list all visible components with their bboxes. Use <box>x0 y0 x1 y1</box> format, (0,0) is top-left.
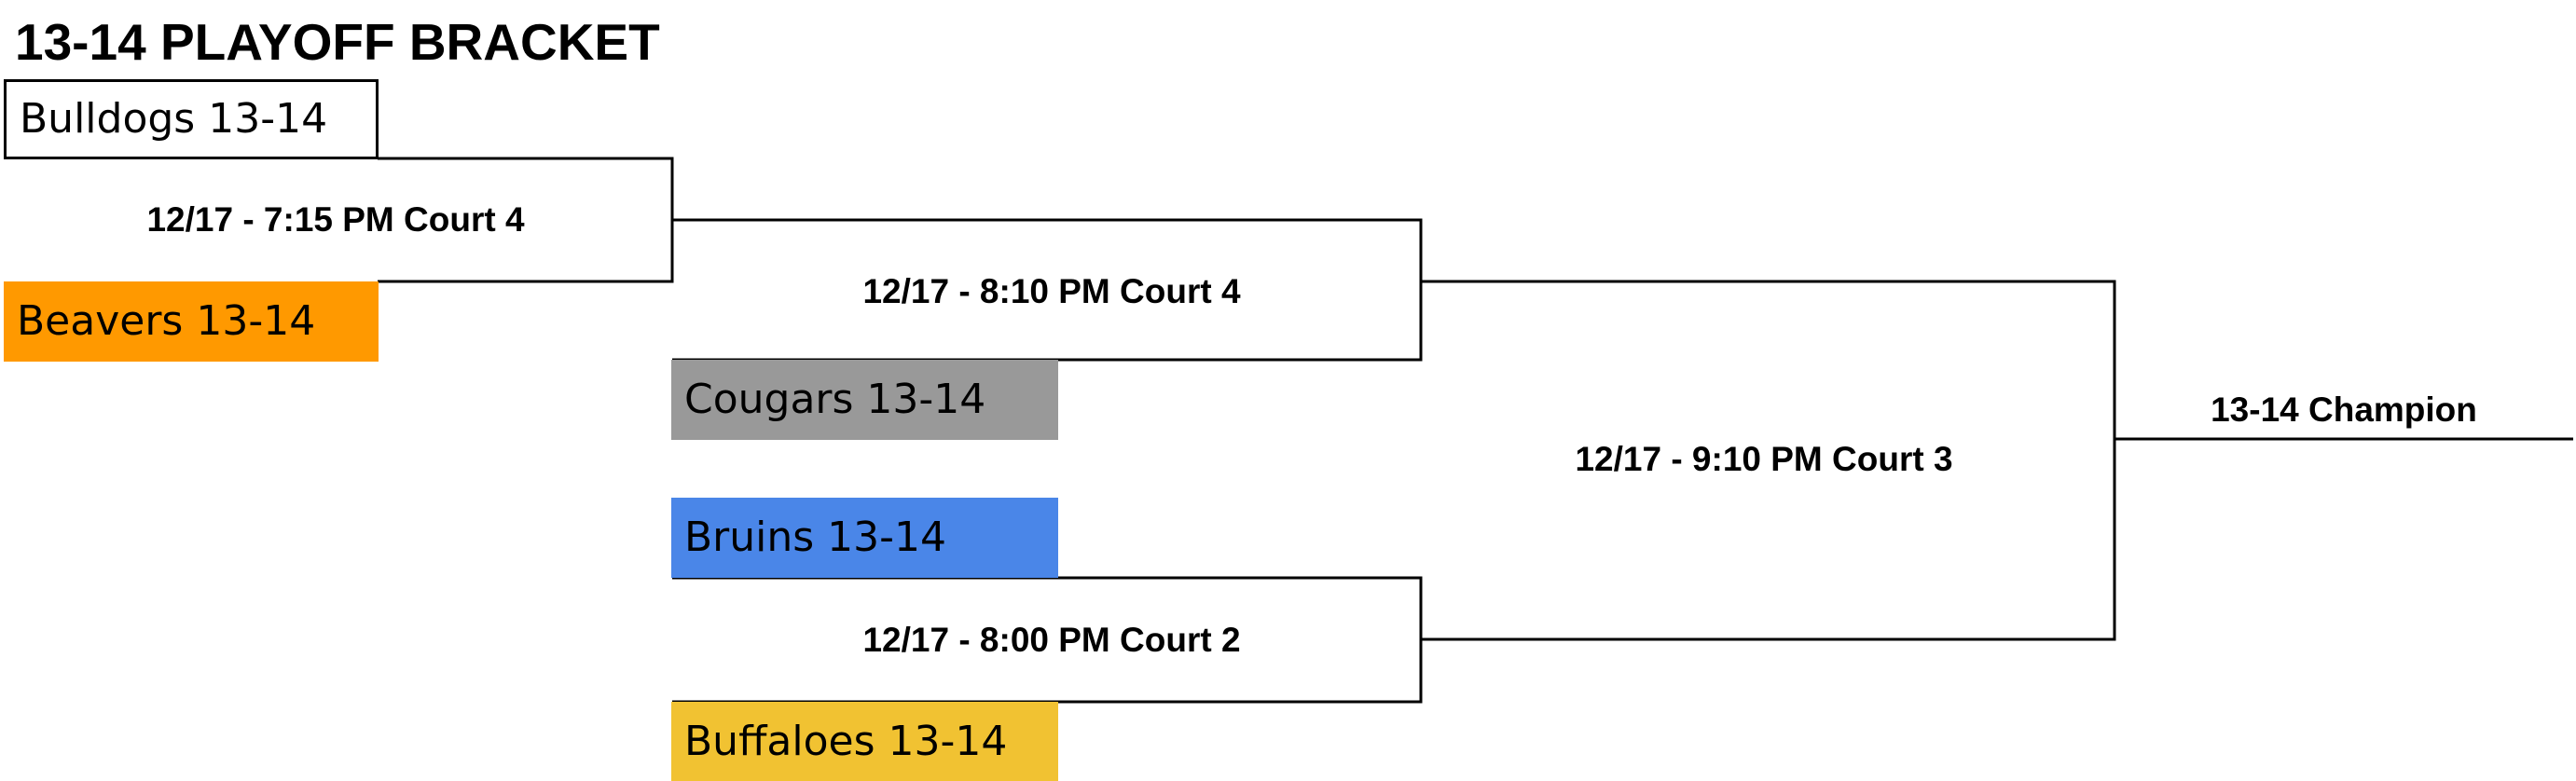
team-beavers: Beavers 13-14 <box>4 281 379 362</box>
game-label-round1: 12/17 - 7:15 PM Court 4 <box>146 200 525 239</box>
page-title: 13-14 PLAYOFF BRACKET <box>15 13 660 71</box>
game-label-round2-bottom: 12/17 - 8:00 PM Court 2 <box>862 621 1241 659</box>
team-bruins: Bruins 13-14 <box>671 498 1058 578</box>
team-buffaloes: Buffaloes 13-14 <box>671 702 1058 781</box>
champion-label: 13-14 Champion <box>2211 390 2477 429</box>
game-label-final: 12/17 - 9:10 PM Court 3 <box>1575 440 1953 478</box>
team-cougars: Cougars 13-14 <box>671 360 1058 440</box>
game-label-round2-top: 12/17 - 8:10 PM Court 4 <box>862 272 1241 310</box>
team-bulldogs: Bulldogs 13-14 <box>4 79 379 159</box>
bracket-line-final <box>1421 280 2116 641</box>
